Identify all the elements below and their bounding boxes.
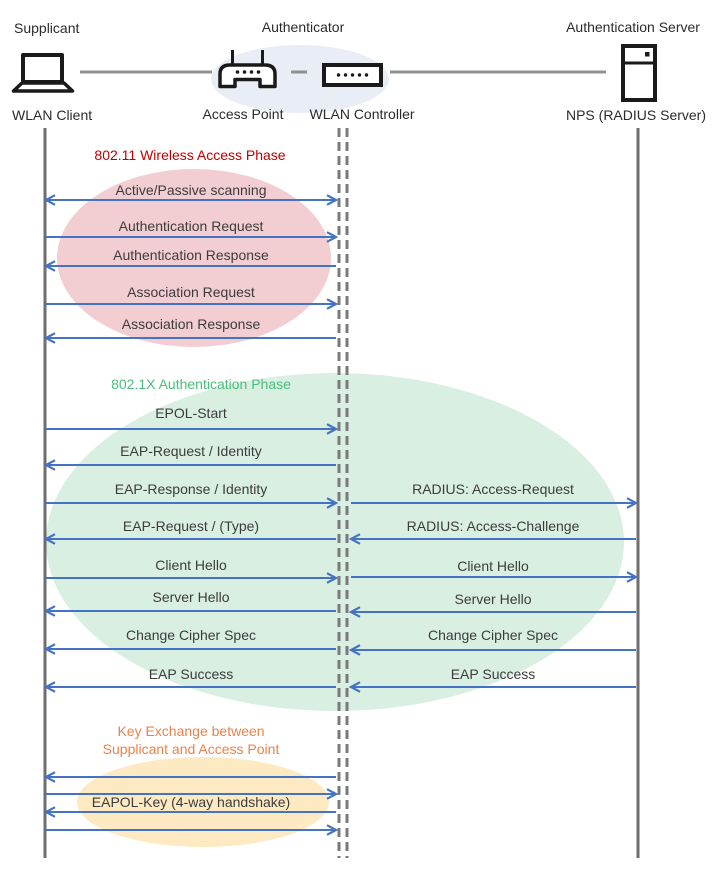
server-icon xyxy=(621,44,657,102)
message-arrow xyxy=(46,824,339,836)
message-arrow xyxy=(348,644,636,656)
message-arrow xyxy=(351,571,639,583)
authenticator-group-ellipse xyxy=(211,45,389,113)
phase3-ellipse xyxy=(77,757,329,847)
message-arrow xyxy=(43,643,336,655)
message-arrow xyxy=(43,260,336,272)
laptop-icon xyxy=(11,53,75,93)
message-arrow xyxy=(46,423,339,435)
phase-ellipses-layer xyxy=(46,45,624,847)
message-arrow xyxy=(46,298,339,310)
message-arrow xyxy=(43,806,336,818)
message-arrow xyxy=(348,681,636,693)
message-arrows-layer xyxy=(43,194,639,836)
message-arrow xyxy=(348,533,636,545)
phase1-ellipse xyxy=(57,169,331,347)
lifelines-layer xyxy=(43,128,640,858)
wlan-controller-icon xyxy=(322,63,383,87)
message-arrow xyxy=(46,572,339,584)
message-arrow xyxy=(43,605,336,617)
message-arrow xyxy=(43,459,336,471)
message-arrow xyxy=(46,497,339,509)
message-arrow xyxy=(43,332,336,344)
message-arrow xyxy=(43,533,336,545)
message-arrow xyxy=(348,606,636,618)
access-point-icon xyxy=(218,50,277,89)
message-arrow xyxy=(46,788,339,800)
message-arrow xyxy=(43,194,339,206)
message-arrow xyxy=(46,231,339,243)
phase2-ellipse xyxy=(46,373,624,711)
message-arrow xyxy=(43,681,336,693)
message-arrow xyxy=(351,497,639,509)
message-arrow xyxy=(43,771,336,783)
